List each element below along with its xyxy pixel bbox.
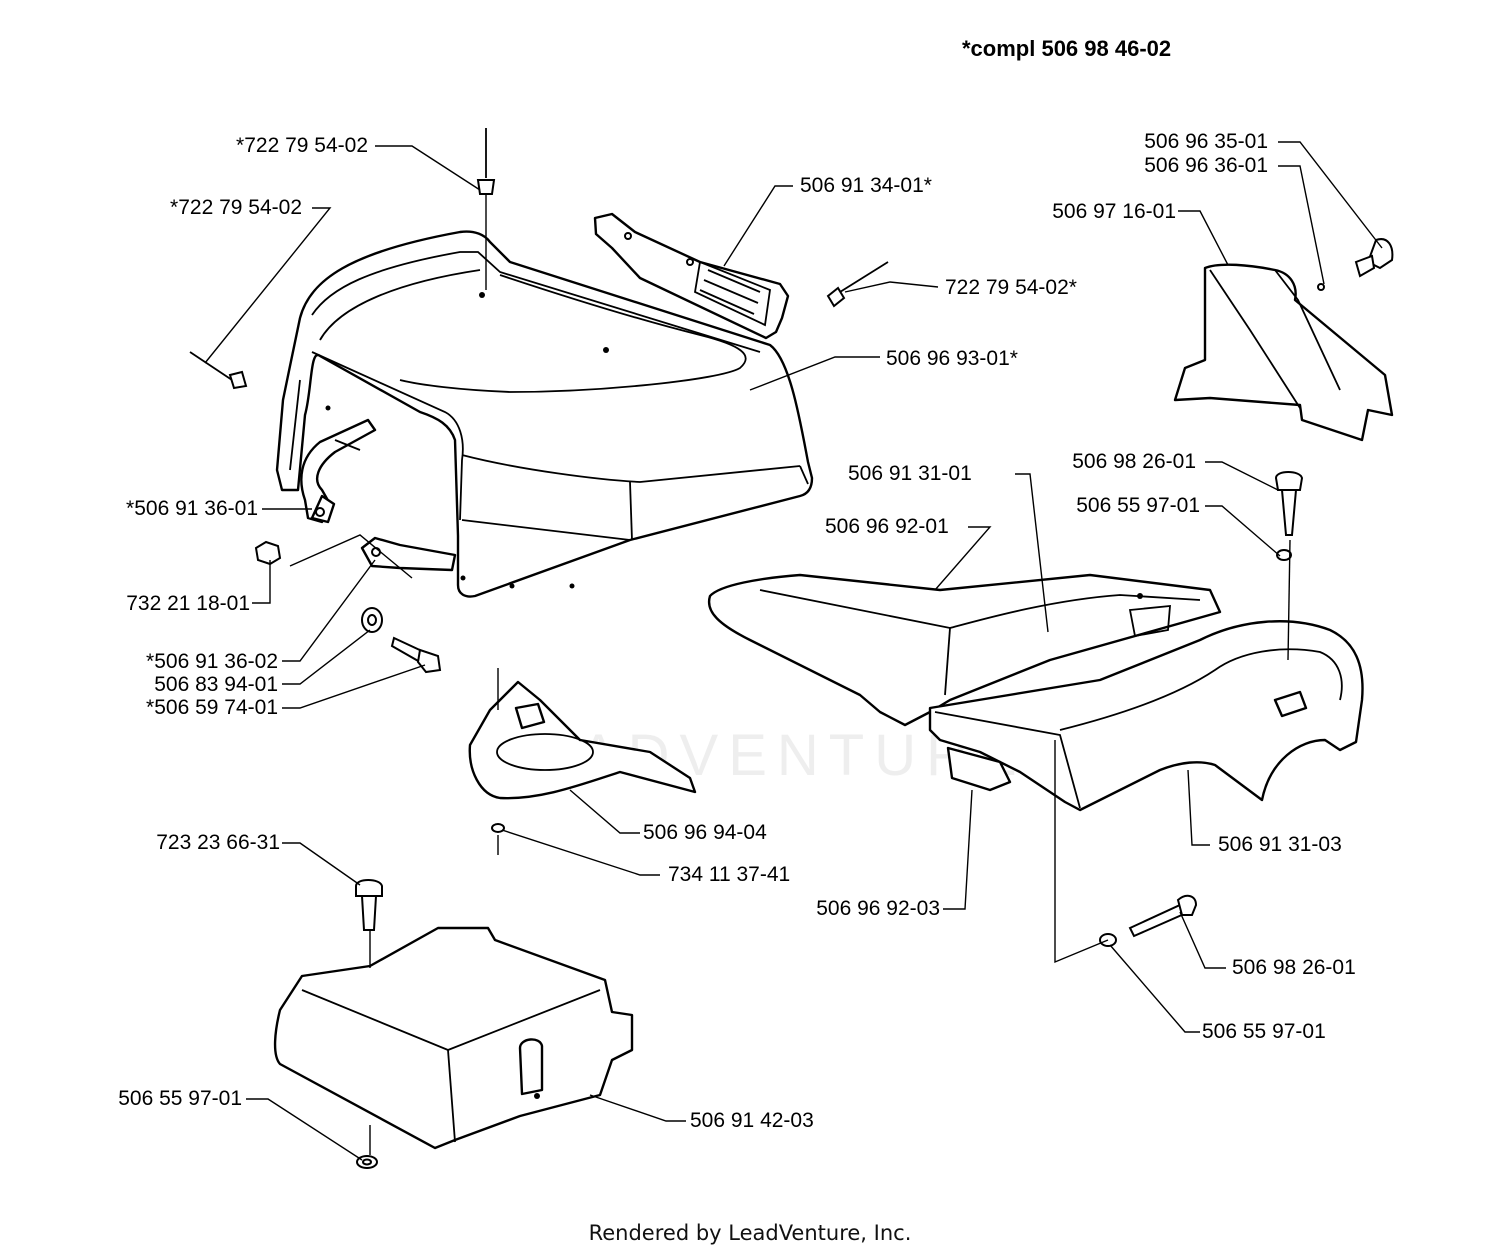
part-label[interactable]: *506 91 36-02 bbox=[146, 650, 278, 673]
footer-credit: Rendered by LeadVenture, Inc. bbox=[588, 1221, 912, 1245]
rivet-top[interactable] bbox=[476, 128, 496, 290]
part-label[interactable]: 506 96 94-04 bbox=[643, 821, 767, 844]
rivet-left[interactable] bbox=[189, 351, 248, 390]
cup-holder-part[interactable] bbox=[468, 680, 697, 800]
part-label[interactable]: 506 91 34-01* bbox=[800, 174, 932, 197]
part-label[interactable]: 506 97 16-01 bbox=[1052, 200, 1176, 223]
rivet-right[interactable] bbox=[826, 261, 889, 308]
leader-lines bbox=[204, 141, 1383, 1161]
part-label[interactable]: 506 91 42-03 bbox=[690, 1109, 814, 1132]
part-label[interactable]: 723 23 66-31 bbox=[156, 831, 280, 854]
part-label[interactable]: *506 91 36-01 bbox=[126, 497, 258, 520]
part-label[interactable]: *722 79 54-02 bbox=[236, 134, 368, 157]
part-label[interactable]: 506 96 93-01* bbox=[886, 347, 1018, 370]
part-label[interactable]: 506 96 35-01 bbox=[1144, 130, 1268, 153]
battery-screw-part[interactable] bbox=[355, 879, 383, 931]
side-screw-part[interactable] bbox=[1317, 238, 1394, 291]
cup-washer[interactable] bbox=[491, 823, 505, 833]
part-label[interactable]: 506 91 31-01 bbox=[848, 462, 972, 485]
footboard-screw-lower[interactable] bbox=[1099, 894, 1198, 947]
assembly-title: *compl 506 98 46-02 bbox=[962, 36, 1172, 61]
part-label[interactable]: 722 79 54-02* bbox=[945, 276, 1077, 299]
part-label[interactable]: 506 96 36-01 bbox=[1144, 154, 1268, 177]
part-label[interactable]: 506 55 97-01 bbox=[118, 1087, 242, 1110]
grille-plate-part[interactable] bbox=[593, 212, 790, 340]
hood-part[interactable] bbox=[275, 230, 814, 598]
part-label[interactable]: *722 79 54-02 bbox=[170, 196, 302, 219]
washer-screw-part[interactable] bbox=[361, 607, 442, 674]
lower-bracket-part[interactable] bbox=[360, 536, 457, 572]
side-cover-part[interactable] bbox=[1173, 263, 1394, 442]
part-label[interactable]: 506 96 92-03 bbox=[816, 897, 940, 920]
part-label[interactable]: 506 83 94-01 bbox=[154, 673, 278, 696]
part-label[interactable]: 506 55 97-01 bbox=[1202, 1020, 1326, 1043]
part-label[interactable]: 506 98 26-01 bbox=[1072, 450, 1196, 473]
part-label[interactable]: 506 98 26-01 bbox=[1232, 956, 1356, 979]
part-label[interactable]: 506 96 92-01 bbox=[825, 515, 949, 538]
part-label[interactable]: *506 59 74-01 bbox=[146, 696, 278, 719]
battery-cover-part[interactable] bbox=[273, 926, 634, 1150]
strap-bracket-part[interactable] bbox=[300, 418, 377, 524]
footboard-right-part[interactable] bbox=[928, 620, 1364, 812]
part-label[interactable]: 732 21 18-01 bbox=[126, 592, 250, 615]
footboard-screw-upper[interactable] bbox=[1274, 471, 1304, 561]
part-label[interactable]: 506 55 97-01 bbox=[1076, 494, 1200, 517]
battery-washer[interactable] bbox=[356, 1155, 378, 1169]
footboard-left-part[interactable] bbox=[707, 573, 1222, 727]
part-label[interactable]: 734 11 37-41 bbox=[668, 863, 791, 886]
nut-part[interactable] bbox=[254, 540, 282, 566]
part-label[interactable]: 506 91 31-03 bbox=[1218, 833, 1342, 856]
